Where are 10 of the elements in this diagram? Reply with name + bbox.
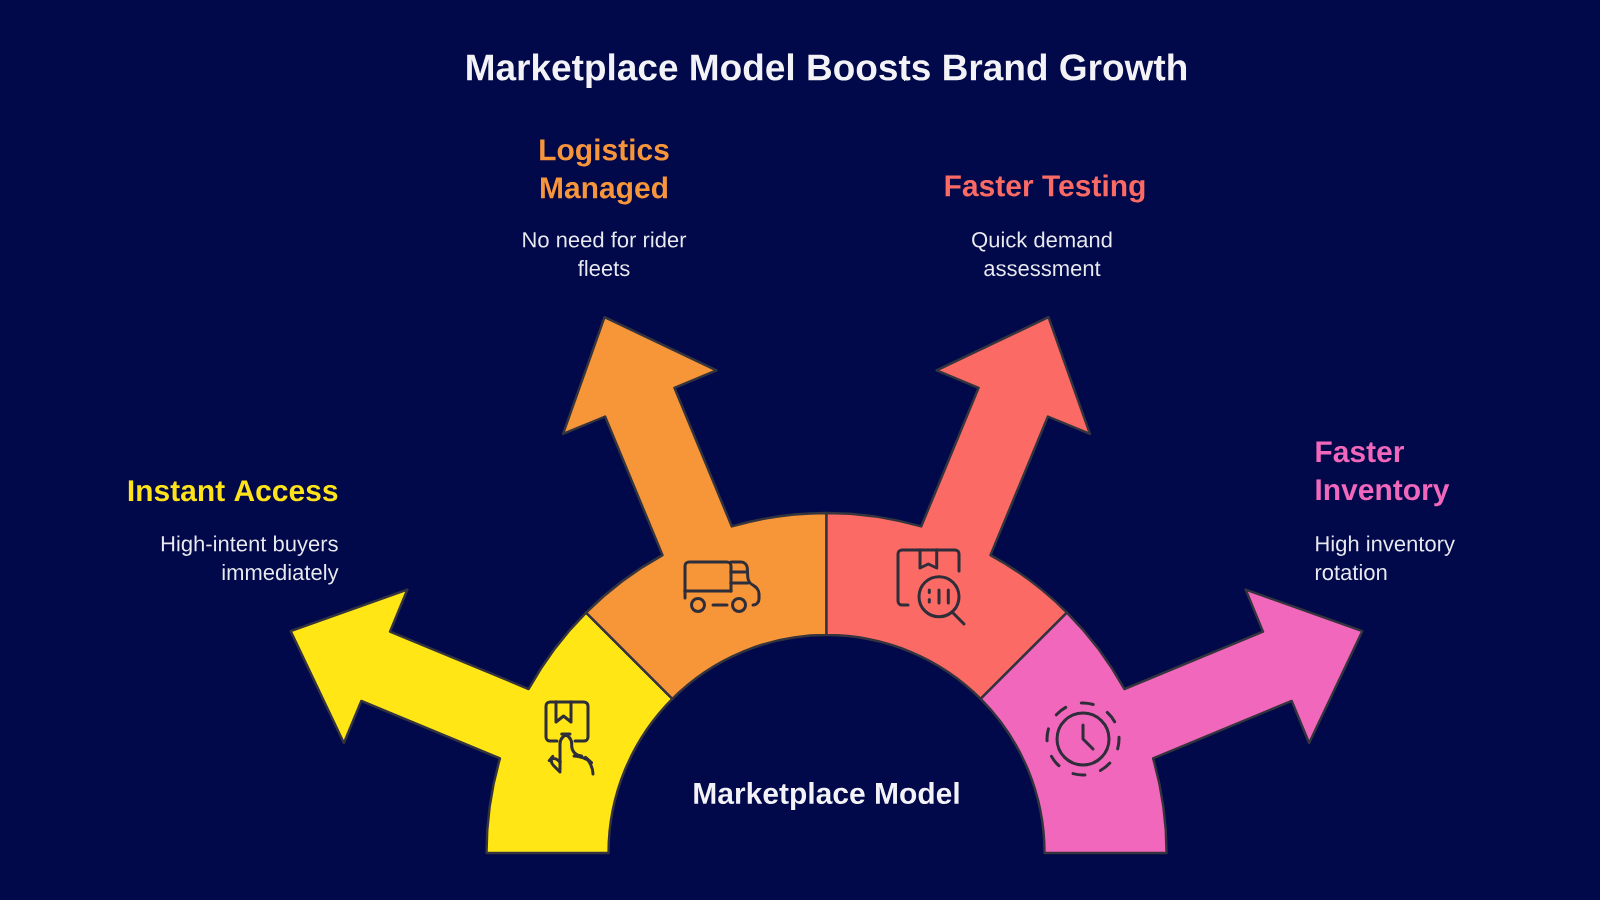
center-label: Marketplace Model (694, 782, 959, 810)
description: Quick demand assessment (972, 231, 1112, 277)
heading: Faster Inventory (1316, 441, 1450, 507)
description: High-intent buyers immediately (161, 535, 339, 585)
heading: Instant Access (128, 480, 338, 502)
title: Marketplace Model Boosts Brand Growth (467, 53, 1187, 88)
heading: Logistics Managed (540, 138, 669, 205)
heading: Faster Testing (945, 174, 1145, 203)
description: High inventory rotation (1315, 535, 1455, 581)
description: No need for rider fleets (523, 231, 687, 277)
